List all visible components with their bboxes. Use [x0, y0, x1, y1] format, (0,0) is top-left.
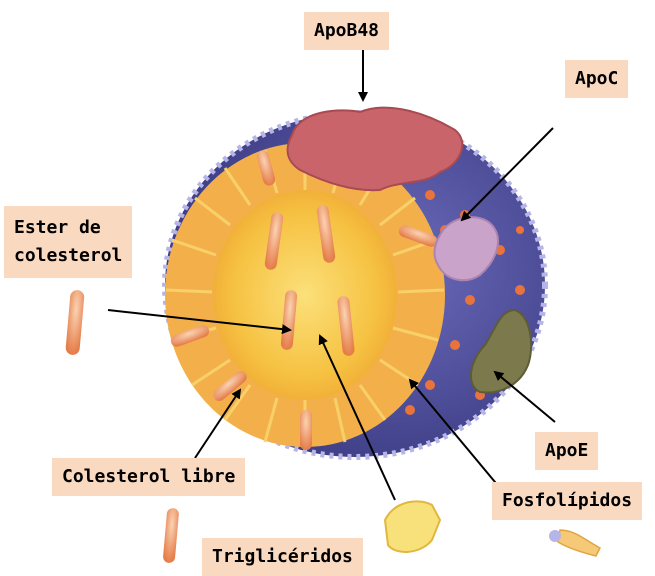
- label-apoe: ApoE: [535, 432, 598, 470]
- label-fosfolipidos: Fosfolípidos: [492, 482, 642, 520]
- label-ester-colesterol: Ester de colesterol: [4, 206, 132, 278]
- arrow-apoe: [495, 372, 555, 422]
- label-ester-line2: colesterol: [14, 242, 122, 270]
- free-phospholipid: [558, 530, 600, 556]
- free-cholesterol-left: [65, 290, 85, 356]
- label-trigliceridos: Triglicéridos: [202, 538, 363, 576]
- label-fosfolipidos-text: Fosfolípidos: [502, 490, 632, 511]
- free-triglyceride: [385, 501, 440, 552]
- label-colesterol-libre: Colesterol libre: [52, 458, 245, 496]
- chylomicron-particle: [165, 108, 545, 457]
- label-apoe-text: ApoE: [545, 440, 588, 461]
- label-apoc: ApoC: [565, 60, 628, 98]
- free-cholesterol-bottom: [163, 508, 180, 564]
- core-section-inner: [213, 190, 397, 400]
- label-apoc-text: ApoC: [575, 68, 618, 89]
- label-apob48: ApoB48: [304, 12, 389, 50]
- label-trigliceridos-text: Triglicéridos: [212, 546, 353, 567]
- label-ester-line1: Ester de: [14, 214, 122, 242]
- label-colesterol-libre-text: Colesterol libre: [62, 466, 235, 487]
- label-apob48-text: ApoB48: [314, 20, 379, 41]
